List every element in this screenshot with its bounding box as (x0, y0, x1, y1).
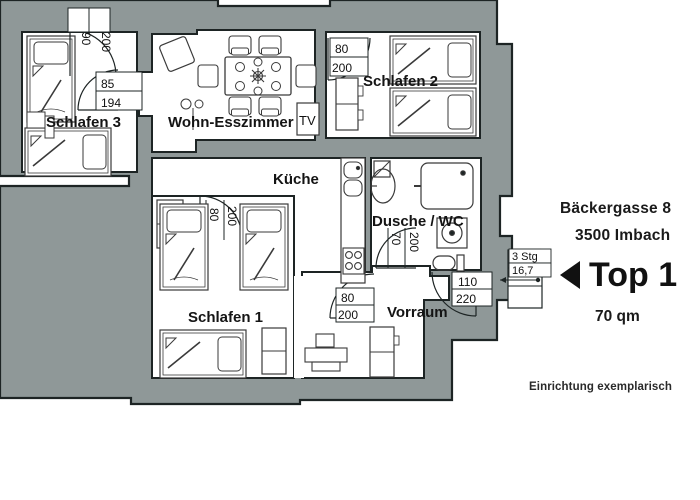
wardrobe-small (44, 115, 55, 139)
door-dim-schlafen1-h: 200 (225, 206, 239, 226)
toilet (432, 254, 465, 272)
left-pointing-triangle-icon (560, 261, 580, 289)
room-label-dusche-wc: Dusche / WC (372, 213, 464, 230)
tv-unit: TV (296, 102, 320, 136)
stair-count-label: 3 Stg (512, 251, 538, 263)
address-line-2: 3500 Imbach (575, 227, 671, 244)
sink-double (343, 161, 363, 197)
desk-with-chair (304, 333, 348, 372)
furniture-schlafen1 (159, 203, 348, 379)
door-dim-vorraum-h: 200 (338, 308, 358, 322)
room-label-schlafen1: Schlafen 1 (188, 309, 264, 326)
shower (414, 162, 474, 210)
door-dim-schlafen1-w: 80 (207, 208, 221, 222)
room-label-schlafen3: Schlafen 3 (46, 114, 122, 131)
door-dim-vorraum-w: 80 (341, 291, 355, 305)
plant (180, 98, 204, 130)
door-dim-schlafen2-w: 80 (335, 42, 349, 56)
stair-riser-label: 16,7 (512, 265, 533, 277)
furniture-wohn-esszimmer: TV (159, 35, 320, 136)
door-dim-schlafen3-h: 200 (99, 32, 113, 52)
door-dim-schlafen2-h: 200 (332, 61, 352, 75)
door-dim-duschewc-h: 200 (407, 232, 421, 252)
corridor (294, 276, 304, 378)
unit-marker: Top 1 (560, 258, 677, 292)
room-label-kueche: Küche (273, 171, 319, 188)
boiler (373, 160, 391, 178)
door-dim-schlafen3s-w: 85 (101, 77, 115, 91)
door-dim-schlafen3s-h: 194 (101, 96, 121, 110)
nightstand (26, 111, 46, 129)
kitchen-counter (340, 157, 366, 284)
fixtures-dusche-wc (370, 160, 474, 272)
tv-label: TV (299, 113, 316, 128)
address-line-1: Bäckergasse 8 (560, 200, 672, 217)
door-dimensions: 90 200 85 194 80 200 70 200 80 200 80 20… (79, 32, 477, 322)
room-label-wohn-esszimmer: Wohn-Esszimmer (168, 114, 294, 131)
armchair (159, 36, 195, 72)
room-label-vorraum: Vorraum (387, 304, 448, 321)
washbasin (370, 168, 396, 204)
centerpiece (250, 68, 266, 84)
chair-left (197, 64, 219, 88)
furniture-schlafen2 (335, 35, 477, 137)
unit-area: 70 qm (595, 308, 640, 325)
chair-right (295, 64, 317, 88)
washing-machine (436, 217, 468, 249)
stove (342, 247, 365, 275)
stairs-detail: 3 Stg 16,7 (500, 248, 552, 309)
door-dim-entrance-w: 110 (458, 275, 477, 289)
door-dim-duschewc-w: 70 (389, 232, 403, 246)
unit-label: Top 1 (589, 256, 678, 294)
room-label-schlafen2: Schlafen 2 (363, 73, 439, 90)
door-swings (67, 7, 493, 323)
furniture-vorraum (369, 326, 400, 378)
place-settings (235, 57, 281, 96)
door-dim-schlafen3-w: 90 (79, 32, 93, 46)
door-dim-entrance-h: 220 (456, 292, 476, 306)
furniture-schlafen3 (24, 35, 112, 177)
disclaimer-note: Einrichtung exemplarisch (529, 381, 672, 393)
